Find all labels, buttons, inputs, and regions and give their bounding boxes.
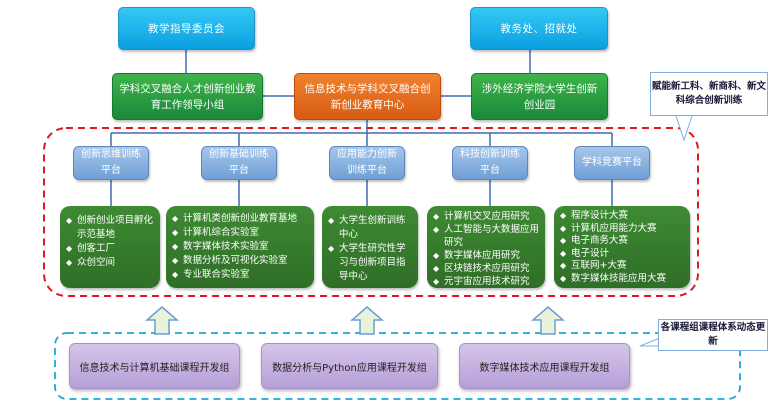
list-item: 数据分析及可视化实验室 bbox=[172, 254, 308, 268]
list-item: 众创空间 bbox=[66, 256, 154, 270]
list-item: 元宇宙应用技术研究 bbox=[433, 275, 539, 288]
teaching-committee-box: 教学指导委员会 bbox=[118, 7, 255, 50]
platform-content-innovative-thinking: 创新创业项目孵化示范基地 创客工厂 众创空间 bbox=[60, 206, 160, 288]
up-arrow-icon bbox=[530, 306, 566, 335]
platform-innovative-thinking: 创新思维训练平台 bbox=[73, 146, 149, 180]
course-group-digital-media: 数字媒体技术应用课程开发组 bbox=[459, 343, 630, 389]
platform-content-basic-training: 计算机类创新创业教育基地 计算机综合实验室 数字媒体技术实验室 数据分析及可视化… bbox=[166, 206, 314, 288]
list-item: 数字媒体应用研究 bbox=[433, 249, 539, 262]
platform-basic-training: 创新基础训练平台 bbox=[201, 146, 277, 180]
list-item: 数字媒体技能应用大赛 bbox=[560, 273, 684, 286]
list-item: 创新创业项目孵化示范基地 bbox=[66, 214, 154, 242]
platform-content-applied-ability: 大学生创新训练中心 大学生研究性学习与创新项目指导中心 bbox=[322, 206, 418, 288]
list-item: 电子设计 bbox=[560, 248, 684, 261]
list-item: 互联网+大赛 bbox=[560, 260, 684, 273]
callout-tail bbox=[639, 337, 661, 347]
course-group-it-basics: 信息技术与计算机基础课程开发组 bbox=[69, 343, 240, 389]
education-center-box: 信息技术与学科交叉融合创新创业教育中心 bbox=[294, 73, 441, 120]
platform-content-tech-innovation: 计算机交叉应用研究 人工智能与大数据应用研究 数字媒体应用研究 区块链技术应用研… bbox=[427, 206, 545, 288]
list-item: 数字媒体技术实验室 bbox=[172, 240, 308, 254]
list-item: 创客工厂 bbox=[66, 242, 154, 256]
list-item: 计算机类创新创业教育基地 bbox=[172, 212, 308, 226]
list-item: 计算机应用能力大赛 bbox=[560, 223, 684, 236]
list-item: 电子商务大赛 bbox=[560, 235, 684, 248]
callout-training-goal: 赋能新工科、新商科、新文科综合创新训练 bbox=[650, 72, 768, 116]
platform-competition: 学科竞赛平台 bbox=[574, 146, 650, 180]
course-region-border bbox=[54, 332, 741, 400]
list-item: 专业联合实验室 bbox=[172, 268, 308, 282]
list-item: 人工智能与大数据应用研究 bbox=[433, 223, 539, 249]
platform-applied-ability: 应用能力创新训练平台 bbox=[329, 146, 405, 180]
callout-course-update: 各课程组课程体系动态更新 bbox=[658, 319, 768, 351]
platform-region-border bbox=[43, 127, 699, 297]
callout-tail bbox=[675, 115, 693, 142]
list-item: 区块链技术应用研究 bbox=[433, 262, 539, 275]
up-arrow-icon bbox=[144, 306, 180, 335]
leadership-group-box: 学科交叉融合人才创新创业教育工作领导小组 bbox=[112, 73, 263, 120]
course-group-python: 数据分析与Python应用课程开发组 bbox=[261, 343, 438, 389]
innovation-park-box: 涉外经济学院大学生创新创业园 bbox=[471, 73, 608, 120]
up-arrow-icon bbox=[349, 306, 385, 335]
list-item: 大学生研究性学习与创新项目指导中心 bbox=[328, 242, 412, 284]
list-item: 程序设计大赛 bbox=[560, 210, 684, 223]
list-item: 计算机综合实验室 bbox=[172, 226, 308, 240]
platform-content-competition: 程序设计大赛 计算机应用能力大赛 电子商务大赛 电子设计 互联网+大赛 数字媒体… bbox=[554, 206, 690, 288]
list-item: 大学生创新训练中心 bbox=[328, 214, 412, 242]
platform-tech-innovation: 科技创新训练平台 bbox=[452, 146, 528, 180]
academic-affairs-box: 教务处、招就处 bbox=[470, 7, 608, 50]
list-item: 计算机交叉应用研究 bbox=[433, 210, 539, 223]
